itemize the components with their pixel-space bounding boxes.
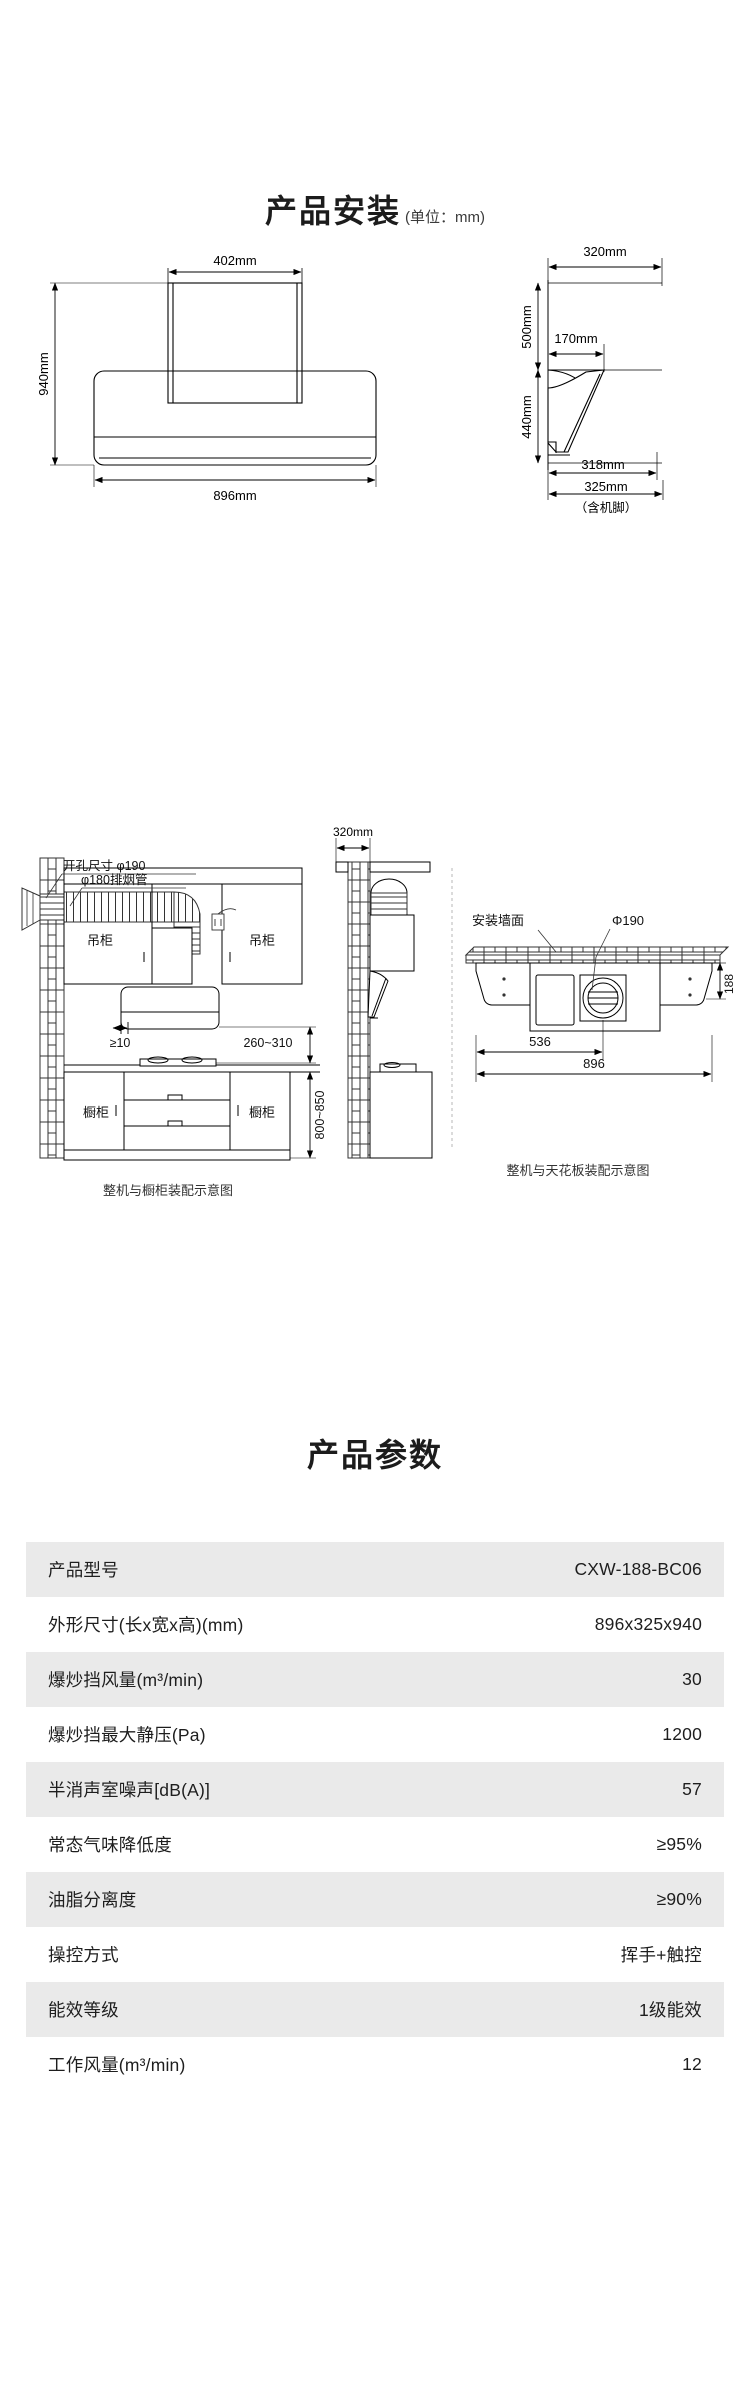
- spec-row: 操控方式 挥手+触控: [26, 1927, 724, 1982]
- spec-table: 产品型号 CXW-188-BC06 外形尺寸(长x宽x高)(mm) 896x325x9…: [26, 1542, 724, 2092]
- label-base-cabinet-left: 橱柜: [83, 1105, 109, 1120]
- dim-chimney-height: 500mm: [519, 305, 534, 348]
- label-wall-cabinet-right: 吊柜: [249, 933, 275, 948]
- spec-row-label: 工作风量(m³/min): [48, 2055, 186, 2075]
- dim-section-depth: 320mm: [333, 825, 373, 839]
- unit-note: (单位：mm): [405, 209, 485, 226]
- spec-row-value: 30: [682, 1669, 702, 1689]
- spec-row-value: 挥手+触控: [620, 1945, 702, 1965]
- label-duct: φ180排烟管: [81, 872, 147, 887]
- spec-row-value: 1200: [662, 1724, 702, 1744]
- dim-depth-top: 320mm: [583, 244, 626, 259]
- dim-hood-height: 440mm: [519, 395, 534, 438]
- spec-row-label: 产品型号: [48, 1560, 119, 1580]
- spec-row: 工作风量(m³/min) 12: [26, 2037, 724, 2092]
- label-base-cabinet-right: 橱柜: [249, 1105, 275, 1120]
- spec-row-value: 57: [682, 1779, 702, 1799]
- dim-hood-to-cooktop: 260~310: [243, 1036, 292, 1050]
- spec-row-label: 爆炒挡风量(m³/min): [48, 1670, 204, 1690]
- dim-depth-with-feet: 325mm: [584, 479, 627, 494]
- wall-section-drawing: 320mm: [333, 825, 453, 1159]
- spec-row-label: 常态气味降低度: [48, 1835, 172, 1855]
- spec-row-label: 操控方式: [48, 1945, 119, 1965]
- spec-row: 外形尺寸(长x宽x高)(mm) 896x325x940: [26, 1597, 724, 1652]
- caption-ceiling-assembly: 整机与天花板装配示意图: [506, 1163, 649, 1178]
- spec-row-label: 外形尺寸(长x宽x高)(mm): [48, 1615, 244, 1635]
- dim-counter-height: 800~850: [313, 1090, 327, 1139]
- ceiling-assembly-drawing: [464, 928, 730, 1082]
- dim-body-width: 896mm: [213, 488, 256, 503]
- spec-row-value: 896x325x940: [594, 1614, 702, 1634]
- spec-table-body: 产品型号 CXW-188-BC06 外形尺寸(长x宽x高)(mm) 896x325x9…: [26, 1542, 724, 2092]
- side-view-labels: 320mm 500mm 170mm 440mm 318mm 325mm （含机脚…: [519, 244, 637, 515]
- dim-clearance-min: ≥10: [110, 1036, 131, 1050]
- ceiling-diagram-labels: 安装墙面 Φ190 188 536 896 整机与天花板装配示意图: [472, 913, 736, 1178]
- spec-row-value: 12: [682, 2054, 702, 2074]
- label-hole-size: 开孔尺寸 φ190: [63, 859, 145, 873]
- dim-total-width: 896: [583, 1056, 605, 1071]
- cabinet-diagram-labels: 开孔尺寸 φ190 φ180排烟管 吊柜 吊柜 ≥10 260~310 橱柜 橱…: [63, 859, 327, 1198]
- dim-hole-diameter: Φ190: [612, 913, 644, 928]
- dim-center-offset: 536: [529, 1034, 551, 1049]
- spec-row-value: CXW-188-BC06: [574, 1559, 702, 1579]
- spec-row-value: ≥95%: [656, 1834, 702, 1854]
- dim-total-height: 940mm: [36, 352, 51, 395]
- spec-row: 油脂分离度 ≥90%: [26, 1872, 724, 1927]
- spec-row: 半消声室噪声[dB(A)] 57: [26, 1762, 724, 1817]
- label-wall-cabinet-left: 吊柜: [87, 933, 113, 948]
- spec-row-label: 半消声室噪声[dB(A)]: [48, 1780, 211, 1800]
- spec-row: 爆炒挡最大静压(Pa) 1200: [26, 1707, 724, 1762]
- label-with-feet: （含机脚）: [575, 500, 638, 515]
- side-view-drawing: [534, 258, 664, 500]
- dim-hood-top-depth: 170mm: [554, 331, 597, 346]
- spec-row: 爆炒挡风量(m³/min) 30: [26, 1652, 724, 1707]
- params-section-header: 产品参数: [0, 1430, 750, 1476]
- spec-row-label: 能效等级: [48, 2000, 119, 2020]
- dim-body-depth: 188: [722, 974, 736, 994]
- label-install-wall: 安装墙面: [472, 913, 524, 928]
- front-view-labels: 402mm 940mm 896mm: [36, 253, 257, 503]
- spec-row-value: 1级能效: [638, 2000, 702, 2020]
- spec-row-label: 油脂分离度: [48, 1890, 137, 1910]
- spec-row: 能效等级 1级能效: [26, 1982, 724, 2037]
- dim-bottom-depth: 318mm: [581, 457, 624, 472]
- params-title: 产品参数: [306, 1437, 443, 1473]
- install-section-header: 产品安装(单位：mm): [0, 186, 750, 232]
- spec-row-value: ≥90%: [656, 1889, 702, 1909]
- caption-cabinet-assembly: 整机与橱柜装配示意图: [103, 1183, 233, 1198]
- spec-row: 常态气味降低度 ≥95%: [26, 1817, 724, 1872]
- front-view-drawing: [50, 268, 377, 487]
- page-title: 产品安装: [265, 193, 402, 229]
- spec-row: 产品型号 CXW-188-BC06: [26, 1542, 724, 1597]
- spec-row-label: 爆炒挡最大静压(Pa): [48, 1725, 206, 1745]
- cabinet-assembly-drawing: [21, 857, 320, 1161]
- dim-chimney-width: 402mm: [213, 253, 256, 268]
